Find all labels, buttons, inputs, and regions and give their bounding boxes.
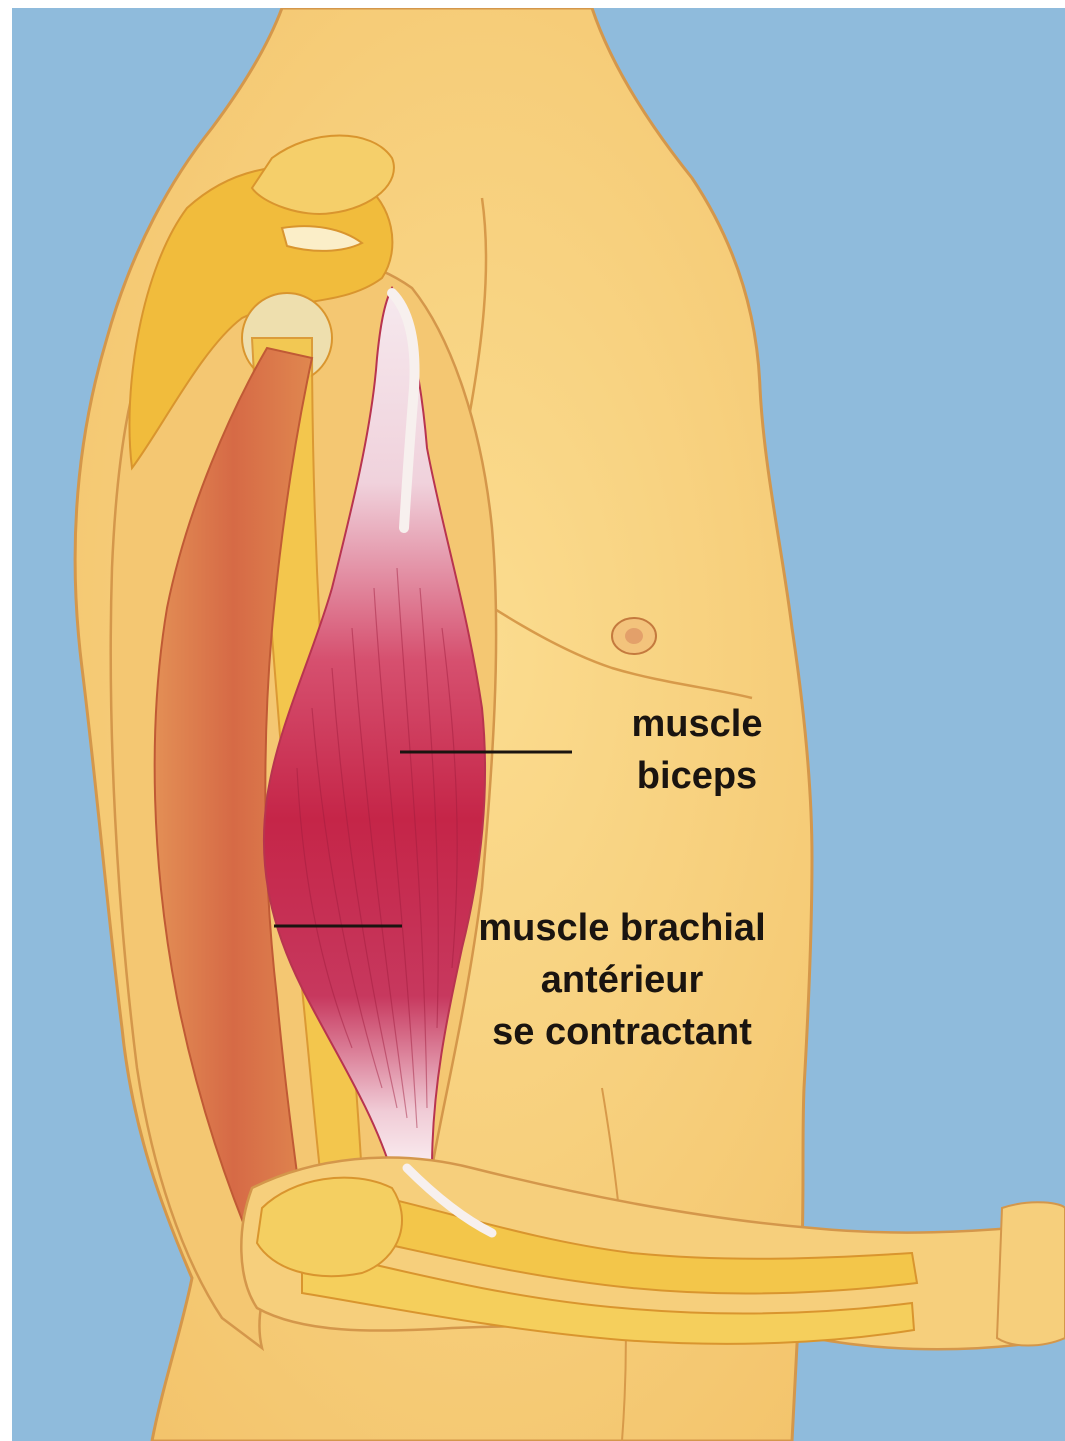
biceps-label: muscle biceps [597, 698, 797, 802]
biceps-label-line2: biceps [597, 750, 797, 802]
brachial-label: muscle brachial antérieur se contractant [432, 902, 812, 1058]
anatomy-illustration: muscle biceps muscle brachial antérieur … [12, 8, 1065, 1441]
arm-anatomy-drawing [12, 8, 1065, 1441]
brachial-label-line2: antérieur [432, 954, 812, 1006]
biceps-label-line1: muscle [597, 698, 797, 750]
hand [997, 1202, 1065, 1345]
nipple-center [625, 628, 643, 644]
brachial-label-line1: muscle brachial [432, 902, 812, 954]
brachial-label-line3: se contractant [432, 1006, 812, 1058]
